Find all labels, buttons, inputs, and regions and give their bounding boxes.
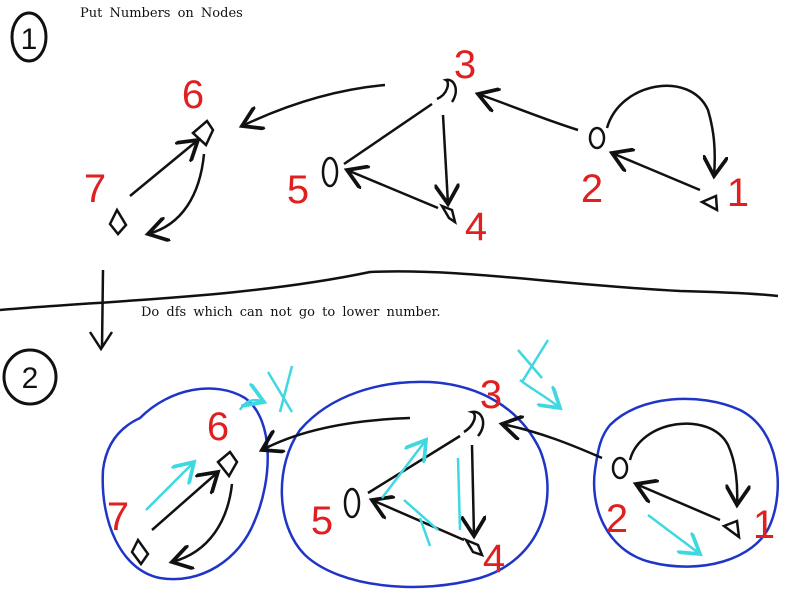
edge-7-6-bottom (151, 472, 218, 531)
dfs-arrow-2-1 (647, 514, 700, 554)
step-2-number: 2 (22, 362, 39, 395)
node-4-top (439, 203, 457, 225)
node-1-bottom-label: 1 (753, 503, 775, 547)
node-2-top-label: 2 (581, 167, 603, 211)
node-7-top (108, 207, 128, 236)
node-6-bottom (216, 450, 239, 479)
dfs-arrow-blocked-2-3 (519, 379, 560, 408)
scc-circle-6-7 (101, 387, 269, 581)
edge-3-6-top (242, 83, 386, 126)
dfs-blocked-x-left (266, 365, 294, 413)
edge-2-3-bottom (502, 424, 603, 460)
edge-2-1-top (605, 84, 715, 176)
dfs-blocked-x-right (517, 339, 550, 383)
caption-step-2: Do dfs which can not go to lower number. (141, 305, 441, 320)
dfs-arrow-7-6 (145, 462, 194, 511)
edge-1-2-top (612, 153, 701, 192)
dfs-arrow-blocked-6-3 (238, 400, 264, 411)
node-4-bottom (463, 537, 485, 558)
node-7-bottom (130, 537, 150, 567)
step-2-marker: 2 (2, 348, 58, 406)
node-6-bottom-label: 6 (207, 405, 229, 449)
dfs-arrow-3-4 (456, 457, 462, 531)
node-6-top (191, 119, 215, 148)
node-2-bottom-label: 2 (606, 497, 628, 541)
edge-1-2-bottom (636, 484, 721, 522)
node-5-bottom-label: 5 (311, 499, 333, 543)
node-2-bottom (611, 456, 629, 480)
dfs-arrow-3-5 (381, 440, 426, 499)
edge-3-4-bottom (472, 444, 474, 536)
section-divider (0, 270, 779, 312)
node-5-top (321, 156, 339, 188)
node-1-top (699, 194, 719, 213)
node-4-top-label: 4 (465, 205, 487, 249)
node-1-bottom (721, 519, 741, 540)
node-3-top-label: 3 (454, 43, 476, 87)
dfs-arrow-5-4 (403, 499, 439, 547)
edge-3-6-bottom (262, 416, 411, 450)
node-5-top-label: 5 (287, 168, 309, 212)
top-graph: 1 2 3 4 5 6 7 (84, 43, 749, 249)
scc-circle-3-4-5 (280, 380, 549, 589)
node-4-bottom-label: 4 (483, 537, 505, 581)
node-3-bottom (463, 410, 485, 437)
edge-4-5-top (347, 170, 439, 210)
node-7-bottom-label: 7 (107, 495, 129, 539)
edge-6-7-bottom (172, 483, 234, 562)
edge-4-5-bottom (372, 500, 465, 542)
node-7-top-label: 7 (84, 167, 106, 211)
edge-3-4-top (443, 114, 448, 204)
edge-2-3-top (478, 94, 579, 132)
step-1-marker: 1 (10, 11, 48, 63)
node-1-top-label: 1 (727, 171, 749, 215)
node-2-top (588, 126, 606, 150)
scc-circle-1-2 (592, 397, 780, 568)
edge-7-6-top (129, 140, 198, 197)
edge-6-7-top (148, 153, 206, 234)
bottom-graph: 1 2 3 4 5 6 7 (101, 339, 780, 589)
down-arrow (88, 269, 114, 352)
edge-2-1-bottom (628, 422, 737, 505)
edge-3-5-bottom (367, 434, 461, 495)
node-5-bottom (343, 487, 361, 519)
node-3-bottom-label: 3 (480, 373, 502, 417)
step-1-number: 1 (21, 23, 38, 56)
edge-3-5-top (343, 102, 433, 166)
node-6-top-label: 6 (182, 73, 204, 117)
node-3-top (436, 78, 457, 103)
caption-step-1: Put Numbers on Nodes (80, 6, 243, 21)
